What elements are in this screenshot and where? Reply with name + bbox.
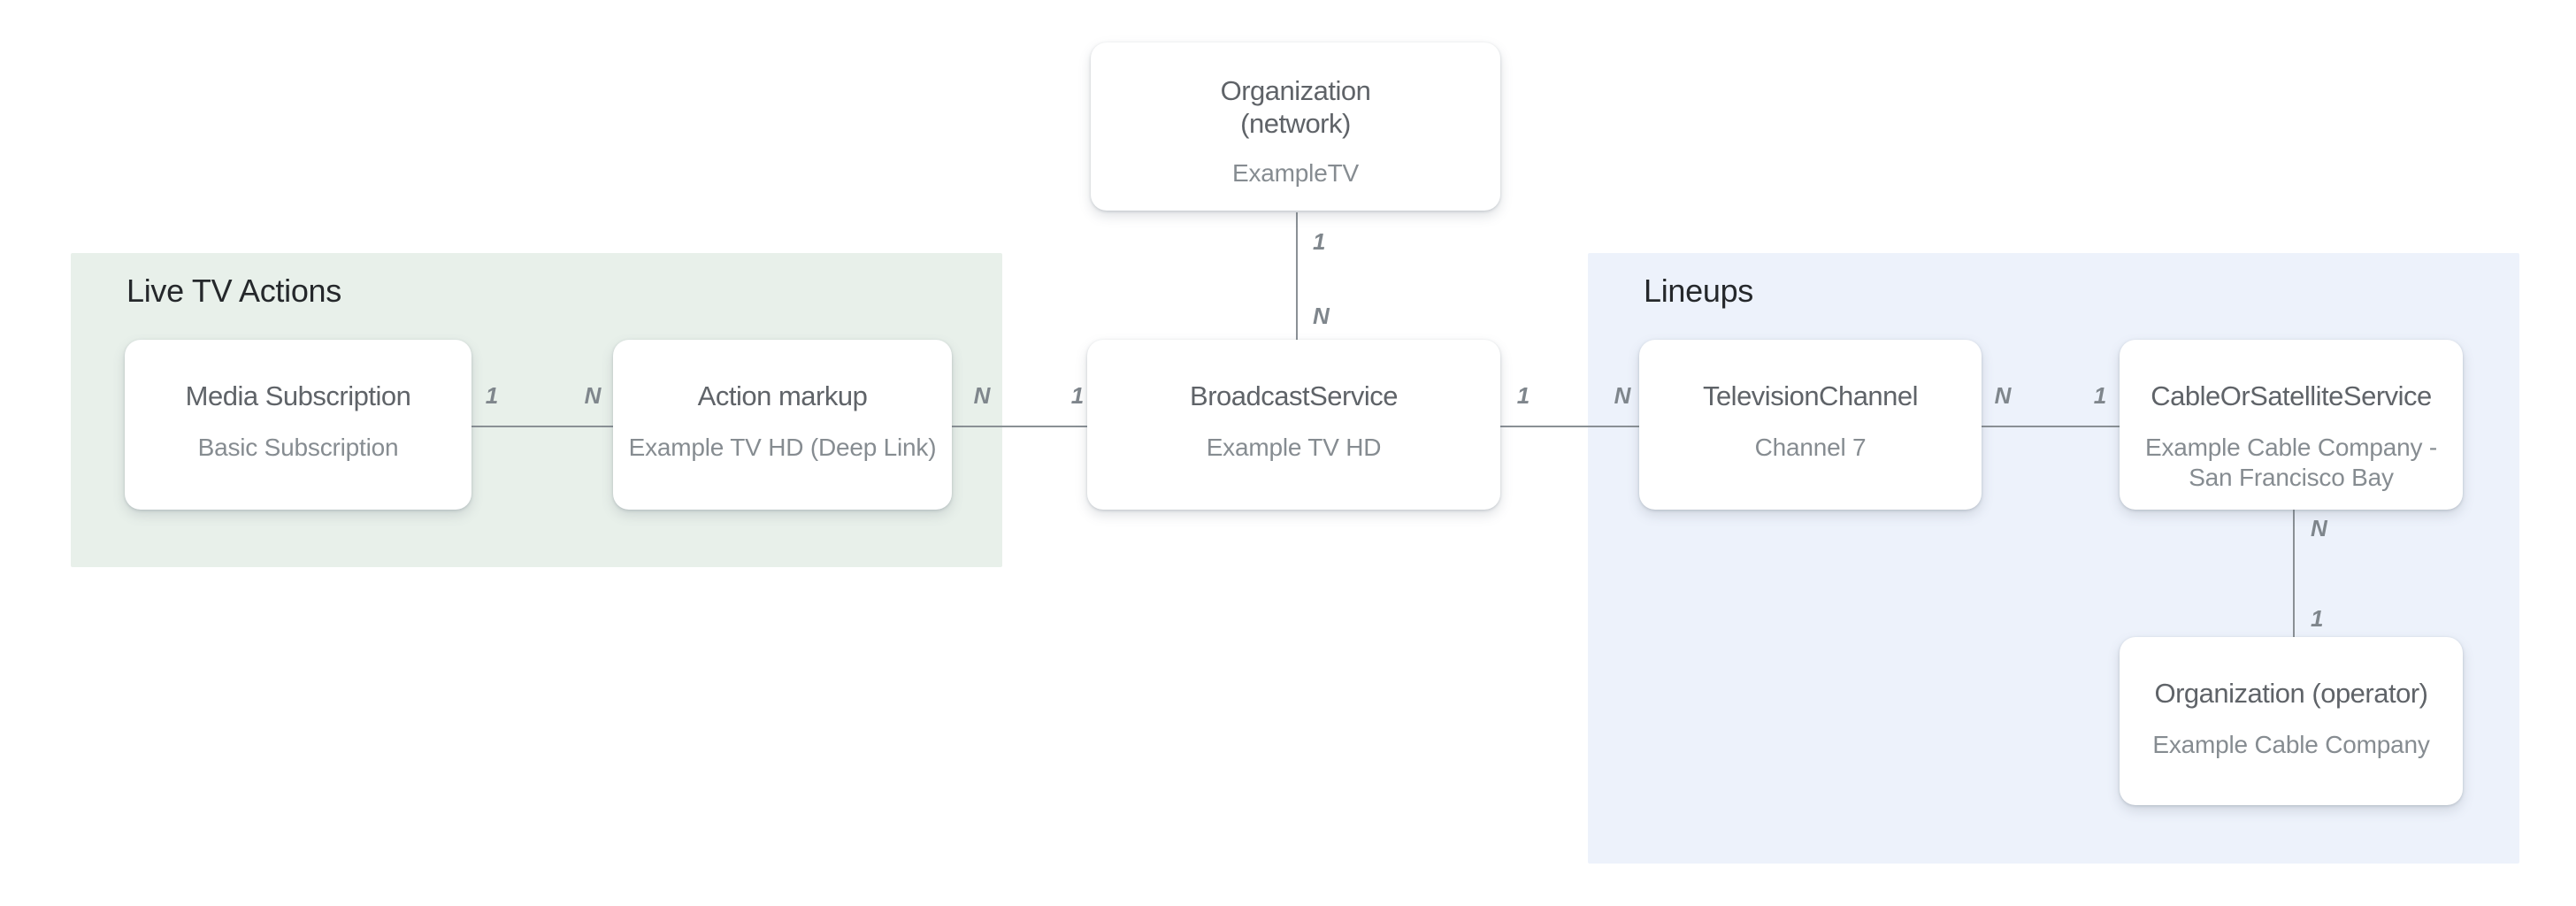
cardinality-label: N [1614,382,1631,409]
node-subtitle: Example Cable Company - San Francisco Ba… [2145,434,2437,491]
cardinality-label: 1 [1313,228,1326,255]
connector-broadcast-service-television-channel [1500,426,1639,427]
cardinality-label: N [1313,303,1330,329]
connector-action-markup-broadcast-service [952,426,1087,427]
node-title: Organization (operator) [2154,678,2429,709]
node-organization-network: Organization (network) ExampleTV [1091,42,1500,211]
node-title: Organization [1220,75,1371,106]
connector-organization-network-broadcast-service [1296,212,1298,340]
cardinality-label: N [973,382,991,409]
cardinality-label: 1 [2093,382,2107,409]
node-action-markup: Action markup Example TV HD (Deep Link) [613,340,952,510]
node-cable-or-satellite-service: CableOrSatelliteService Example Cable Co… [2120,340,2463,510]
cardinality-label: 1 [485,382,499,409]
node-broadcast-service: BroadcastService Example TV HD [1087,340,1500,510]
region-title-live-tv-actions: Live TV Actions [126,273,341,309]
node-subtitle: Example TV HD [1206,434,1382,461]
connector-cable-or-satellite-service-organization-operator [2293,508,2295,637]
node-subtitle: Example TV HD (Deep Link) [628,434,937,461]
node-television-channel: TelevisionChannel Channel 7 [1639,340,1982,510]
node-title: BroadcastService [1190,380,1398,411]
node-title: Media Subscription [185,380,411,411]
node-subtitle: ExampleTV [1232,159,1359,187]
cardinality-label: 1 [1070,382,1085,409]
node-title: Action markup [697,380,868,411]
region-title-lineups: Lineups [1644,273,1754,309]
cardinality-label: N [1994,382,2012,409]
cardinality-label: 1 [1516,382,1530,409]
node-title: (network) [1240,108,1351,139]
cardinality-label: N [2311,515,2327,541]
node-title: TelevisionChannel [1702,380,1919,411]
cardinality-label: 1 [2311,605,2324,632]
node-organization-operator: Organization (operator) Example Cable Co… [2120,637,2463,805]
connector-media-subscription-action-markup [472,426,613,427]
cardinality-label: N [584,382,602,409]
node-subtitle: Channel 7 [1754,434,1867,461]
node-subtitle: Basic Subscription [197,434,399,461]
node-title: CableOrSatelliteService [2150,380,2432,411]
connector-television-channel-cable-or-satellite-service [1982,426,2120,427]
node-media-subscription: Media Subscription Basic Subscription [125,340,472,510]
node-subtitle: Example Cable Company [2152,731,2430,758]
